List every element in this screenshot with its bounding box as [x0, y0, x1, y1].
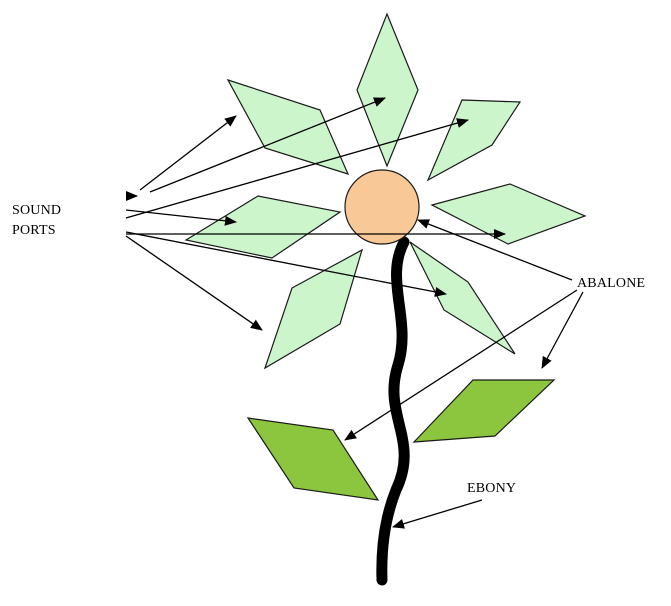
petal-bottom-left: [263, 248, 363, 370]
label-sound-ports-line2: PORTS: [12, 223, 56, 238]
label-sound-ports: SOUND PORTS: [12, 201, 61, 241]
petal-top-right: [426, 99, 522, 182]
arrow-sound-5: [125, 209, 237, 226]
petal-right: [430, 183, 587, 245]
petal-left: [184, 195, 342, 259]
leaf-left: [246, 417, 380, 501]
label-sound-ports-line1: SOUND: [12, 203, 62, 218]
arrow-abalone-leaf-right: [541, 291, 584, 369]
label-abalone: ABALONE: [577, 276, 646, 291]
flower-center: [344, 169, 420, 245]
arrow-sound-8: [125, 235, 263, 331]
arrow-ebony: [392, 499, 483, 529]
petal-bottom-right: [409, 241, 516, 355]
label-ebony: EBONY: [467, 481, 517, 496]
arrow-sound-7: [125, 231, 447, 297]
leaf-right: [412, 379, 556, 443]
petal-top: [356, 12, 419, 168]
petal-top-left: [226, 78, 350, 175]
stem: [376, 236, 410, 586]
arrow-sound-3: [149, 97, 386, 193]
arrow-abalone-center: [417, 219, 573, 281]
arrow-abalone-leaf-left: [344, 289, 578, 441]
arrow-sound-2: [139, 115, 237, 191]
arrow-sound-4: [125, 118, 469, 219]
